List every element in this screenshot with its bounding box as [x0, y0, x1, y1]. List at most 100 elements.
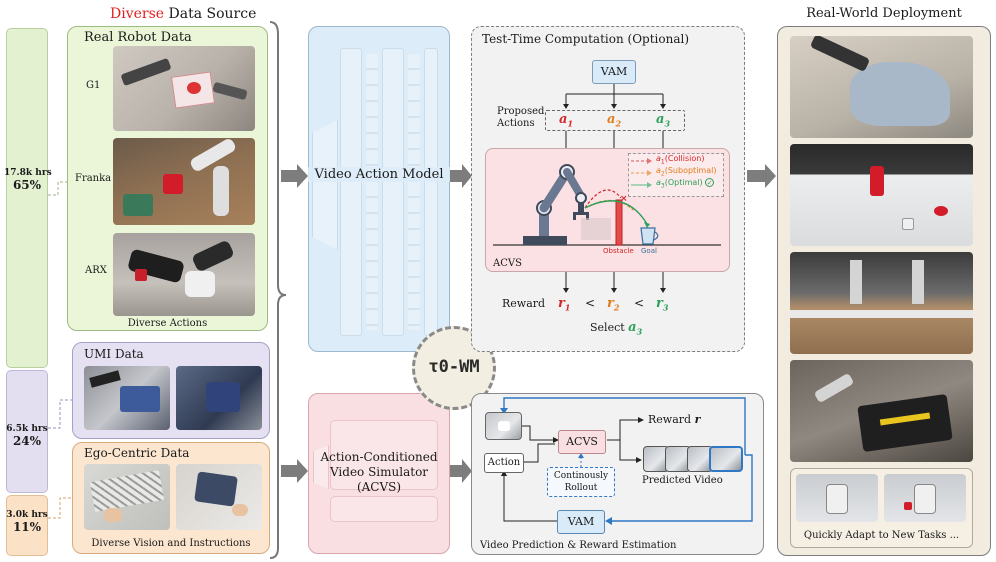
header-suffix: Data Source: [164, 6, 257, 22]
bar-pct: 65%: [12, 178, 42, 192]
legend-a3-sub: 3: [660, 182, 665, 190]
bar-hours: 6.5k hrs: [6, 424, 48, 434]
vpre-reward: Reward r: [648, 413, 700, 426]
legend-a1-text: (Collision): [664, 154, 705, 163]
predicted-video-label: Predicted Video: [642, 475, 723, 486]
ego-title: Ego-Centric Data: [84, 446, 190, 460]
proposed-actions-box: [545, 110, 685, 131]
action-a2: a2: [607, 112, 621, 129]
bar-label-ego: 3.0k hrs 11%: [4, 510, 50, 534]
legend-a2-sym: a: [656, 166, 661, 175]
deploy-photo-wood: [790, 252, 973, 354]
brace-icon: [269, 21, 287, 559]
vpre-first-frame: [485, 412, 522, 440]
bar-label-real: 17.8k hrs 65%: [4, 168, 52, 192]
acvs-inner-block-2: [330, 496, 438, 522]
bar-real-robot: [6, 28, 48, 368]
bar-label-umi: 6.5k hrs 24%: [4, 424, 50, 448]
umi-title: UMI Data: [84, 347, 144, 361]
select-action: a3: [628, 320, 643, 337]
vpre-vam-box: VAM: [557, 510, 605, 534]
lt-2: <: [634, 296, 645, 310]
check-icon: ✓: [705, 178, 715, 187]
vpre-action-label: Action: [487, 457, 521, 468]
badge-label: τ0-WM: [428, 357, 480, 377]
robot-arm-illustration: ×: [493, 158, 721, 246]
vam-label: Video Action Model: [308, 167, 450, 182]
reward-r1: r1: [558, 296, 570, 313]
legend-a2-sub: 2: [660, 170, 665, 178]
real-robot-caption: Diverse Actions: [127, 318, 208, 329]
deploy-photo-bag: [790, 36, 973, 138]
action-a3: a3: [656, 112, 670, 129]
legend-a2-text: (Suboptimal): [664, 166, 717, 175]
acvs-illustration-box: [485, 148, 730, 272]
proposed-actions-label: Proposed Actions: [497, 106, 545, 129]
reward-r2: r2: [607, 296, 619, 313]
predicted-frame: [709, 446, 743, 472]
umi-photo-2: [176, 366, 262, 430]
vpre-vam-label: VAM: [567, 515, 595, 528]
ego-photo-2: [176, 464, 262, 530]
predicted-frame: [687, 446, 713, 472]
bar-hours: 17.8k hrs: [4, 168, 52, 178]
bar-pct: 11%: [12, 520, 42, 534]
legend-a1-sym: a: [656, 154, 661, 163]
r3-sub: 3: [662, 302, 669, 313]
obstacle-label: Obstacle: [603, 247, 634, 255]
legend-a3: a3(Optimal) ✓: [656, 178, 715, 190]
r3-sym: r: [656, 296, 663, 311]
vam-block-stack: [340, 48, 440, 336]
a3-sub: 3: [664, 118, 671, 129]
r1-sym: r: [558, 296, 565, 311]
illustration-acvs-label: ACVS: [493, 258, 522, 269]
vpre-action-box: Action: [484, 453, 524, 473]
ttc-title: Test-Time Computation (Optional): [482, 32, 690, 46]
a3-sym: a: [656, 112, 665, 127]
ego-caption: Diverse Vision and Instructions: [91, 538, 251, 549]
bar-hours: 3.0k hrs: [6, 510, 48, 520]
r2-sub: 2: [613, 302, 620, 313]
select-line: Select a3: [590, 320, 642, 337]
predicted-frame: [665, 446, 691, 472]
legend-a1-sub: 1: [660, 158, 665, 166]
bar-ego: [6, 495, 48, 556]
vpre-reward-label: Reward: [648, 413, 692, 426]
select-sym: a: [628, 320, 637, 335]
robot-label-arx: ARX: [85, 265, 107, 276]
robot-label-g1: G1: [86, 80, 101, 91]
deploy-adapt-photo-2: [884, 474, 966, 522]
select-sub: 3: [636, 326, 643, 337]
a2-sym: a: [607, 112, 616, 127]
deploy-photo-toolbox: [790, 360, 973, 462]
legend-a2: a2(Suboptimal): [656, 166, 716, 178]
reward-label: Reward: [502, 297, 546, 310]
goal-label: Goal: [641, 247, 657, 255]
acvs-label: Action-Conditioned Video Simulator (ACVS…: [320, 450, 438, 494]
reward-r3: r3: [656, 296, 668, 313]
a2-sub: 2: [615, 118, 622, 129]
robot-label-franka: Franka: [75, 173, 112, 184]
legend-a1: a1(Collision): [656, 154, 704, 166]
deployment-title: Real-World Deployment: [806, 6, 962, 21]
vpre-title: Video Prediction & Reward Estimation: [480, 540, 677, 551]
vpre-acvs-label: ACVS: [566, 435, 598, 448]
vpre-reward-sym: r: [694, 413, 701, 426]
lt-1: <: [585, 296, 596, 310]
svg-text:×: ×: [620, 194, 628, 204]
rollout-label: Continously Rollout: [553, 471, 609, 493]
rollout-box: Continously Rollout: [547, 467, 615, 497]
bar-umi: [6, 370, 48, 493]
select-label: Select: [590, 321, 625, 334]
ttc-legend: [628, 153, 724, 197]
real-robot-title: Real Robot Data: [84, 30, 192, 45]
ttc-vam-label: VAM: [600, 65, 628, 78]
g1-robot-photo: [113, 46, 255, 131]
ego-photo-1: [84, 464, 170, 530]
header-diverse: Diverse: [110, 6, 165, 22]
arx-robot-photo: [113, 233, 255, 316]
bar-pct: 24%: [12, 434, 42, 448]
legend-a3-sym: a: [656, 178, 661, 187]
ttc-vam-box: VAM: [592, 60, 636, 84]
vam-encoder-shape: [312, 120, 338, 250]
